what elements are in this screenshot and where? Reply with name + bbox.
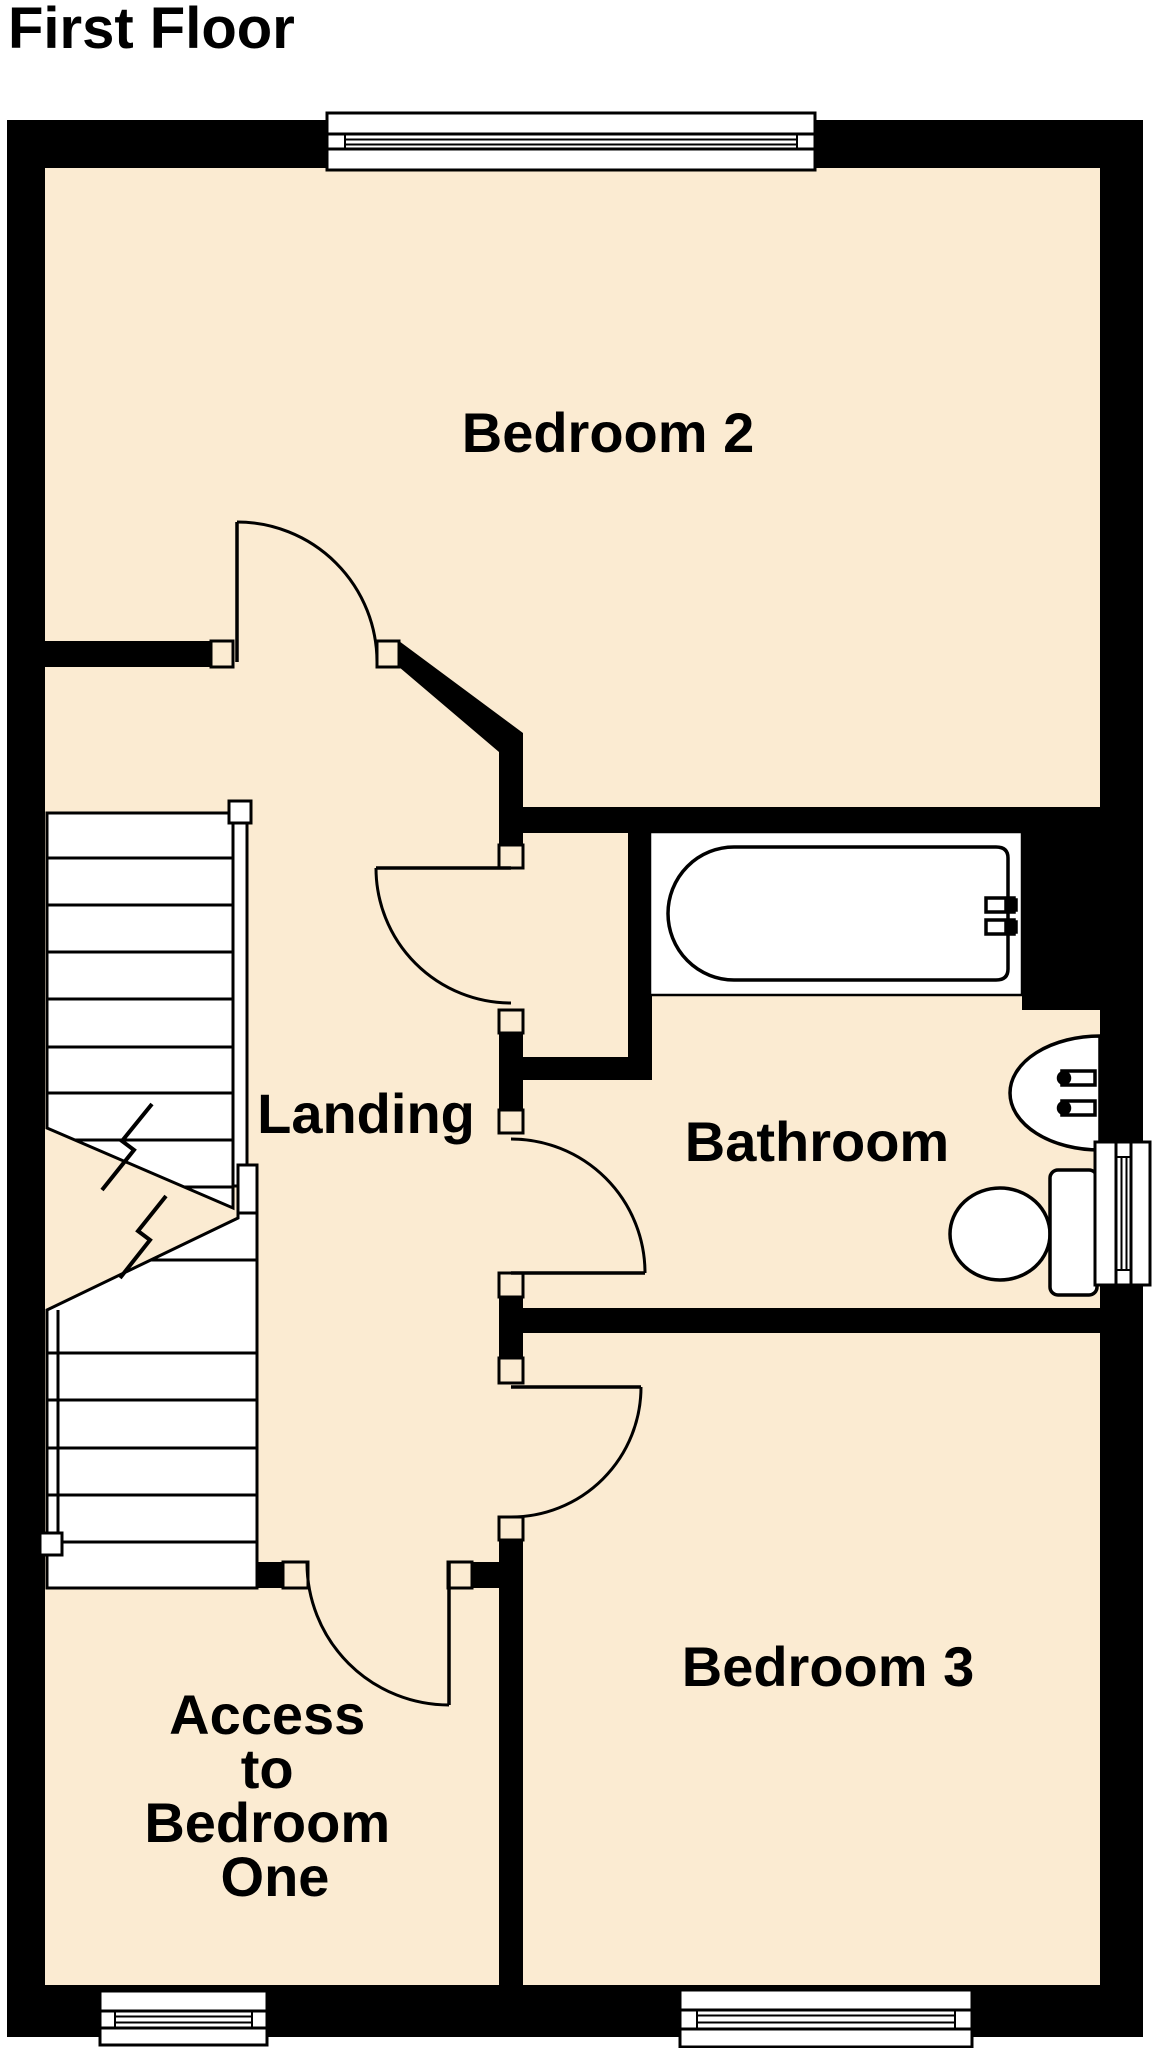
wall-landing-segment-1 — [499, 1033, 523, 1110]
stairs-handrail — [231, 804, 249, 1188]
toilet-cistern — [1048, 1168, 1099, 1297]
bathtub — [666, 845, 1010, 982]
stairs-lower-treads — [47, 1211, 257, 1544]
door-bathroom — [510, 1137, 647, 1275]
window-right-bathroom — [1093, 1140, 1152, 1287]
jamb-bedroom3-bottom — [497, 1515, 525, 1542]
door-jambs — [209, 639, 525, 1590]
wall-landing-segment-2 — [499, 1297, 523, 1358]
jamb-bedroom3-top — [497, 1356, 525, 1385]
label-access-to-bedroom-one: Access to Bedroom One — [144, 1683, 405, 1908]
label-access-line-4: One — [221, 1845, 330, 1908]
wall-diagonal-landing — [399, 641, 523, 845]
stairs-upper-flight — [45, 811, 235, 1211]
label-bedroom3: Bedroom 3 — [682, 1635, 975, 1698]
wall-bedroom3-top — [523, 1308, 1100, 1333]
jamb-bathroom-top — [497, 1108, 525, 1135]
jamb-bathroom-bottom — [497, 1271, 525, 1299]
label-bedroom2: Bedroom 2 — [462, 401, 755, 464]
label-bathroom: Bathroom — [685, 1110, 949, 1173]
bathroom-fixtures — [648, 830, 1102, 1297]
label-landing: Landing — [257, 1082, 475, 1145]
wall-access-bedroom3-divider — [499, 1540, 523, 1987]
sink — [1008, 1034, 1102, 1152]
bathtub-tap-2-cap — [1004, 920, 1018, 934]
wall-bathroom-top — [523, 807, 1100, 833]
jamb-bedroom2-right — [375, 639, 401, 669]
jamb-access-left — [281, 1560, 310, 1590]
wall-cupboard-right — [628, 833, 652, 1080]
windows — [98, 111, 1152, 2048]
wall-access-stub-right — [472, 1562, 499, 1588]
wall-access-stub-left — [257, 1562, 283, 1588]
stairs-lower-flight — [45, 1163, 259, 1590]
jamb-access-right — [446, 1560, 474, 1590]
door-cupboard — [374, 866, 512, 1005]
page-title: First Floor — [8, 0, 295, 61]
stairs-newel-top — [227, 799, 253, 825]
stairs-break-mark-upper — [100, 1102, 154, 1192]
staircase — [38, 799, 259, 1590]
wall-exterior-left — [7, 120, 45, 2037]
stairs-upper-treads — [47, 856, 233, 1189]
jamb-cupboard-top — [497, 843, 525, 870]
doors — [235, 520, 647, 1707]
window-bottom-access — [98, 1989, 269, 2047]
wall-bathroom-corner-block — [1022, 833, 1143, 1010]
sink-tap-2-cap — [1056, 1100, 1072, 1116]
label-access-line-1: Access — [169, 1683, 365, 1746]
window-bottom-bedroom3 — [678, 1988, 974, 2048]
stairs-newel-bottom — [38, 1531, 64, 1557]
sink-tap-1-cap — [1056, 1070, 1072, 1086]
door-bedroom3 — [510, 1385, 643, 1519]
toilet-bowl — [948, 1186, 1052, 1282]
bathtub-tap-1-cap — [1004, 898, 1018, 912]
door-access — [305, 1562, 451, 1707]
stairs-break-mark-lower — [118, 1194, 168, 1280]
wall-cupboard-bottom — [523, 1057, 652, 1080]
wall-exterior-right — [1100, 120, 1143, 2037]
label-access-line-3: Bedroom — [144, 1791, 390, 1854]
door-bedroom2 — [235, 520, 379, 663]
jamb-cupboard-bottom — [497, 1008, 525, 1035]
jamb-bedroom2-left — [209, 639, 235, 669]
label-access-line-2: to — [241, 1737, 294, 1800]
wall-bedroom2-lower-left — [45, 641, 211, 667]
window-top-bedroom2 — [325, 111, 817, 172]
